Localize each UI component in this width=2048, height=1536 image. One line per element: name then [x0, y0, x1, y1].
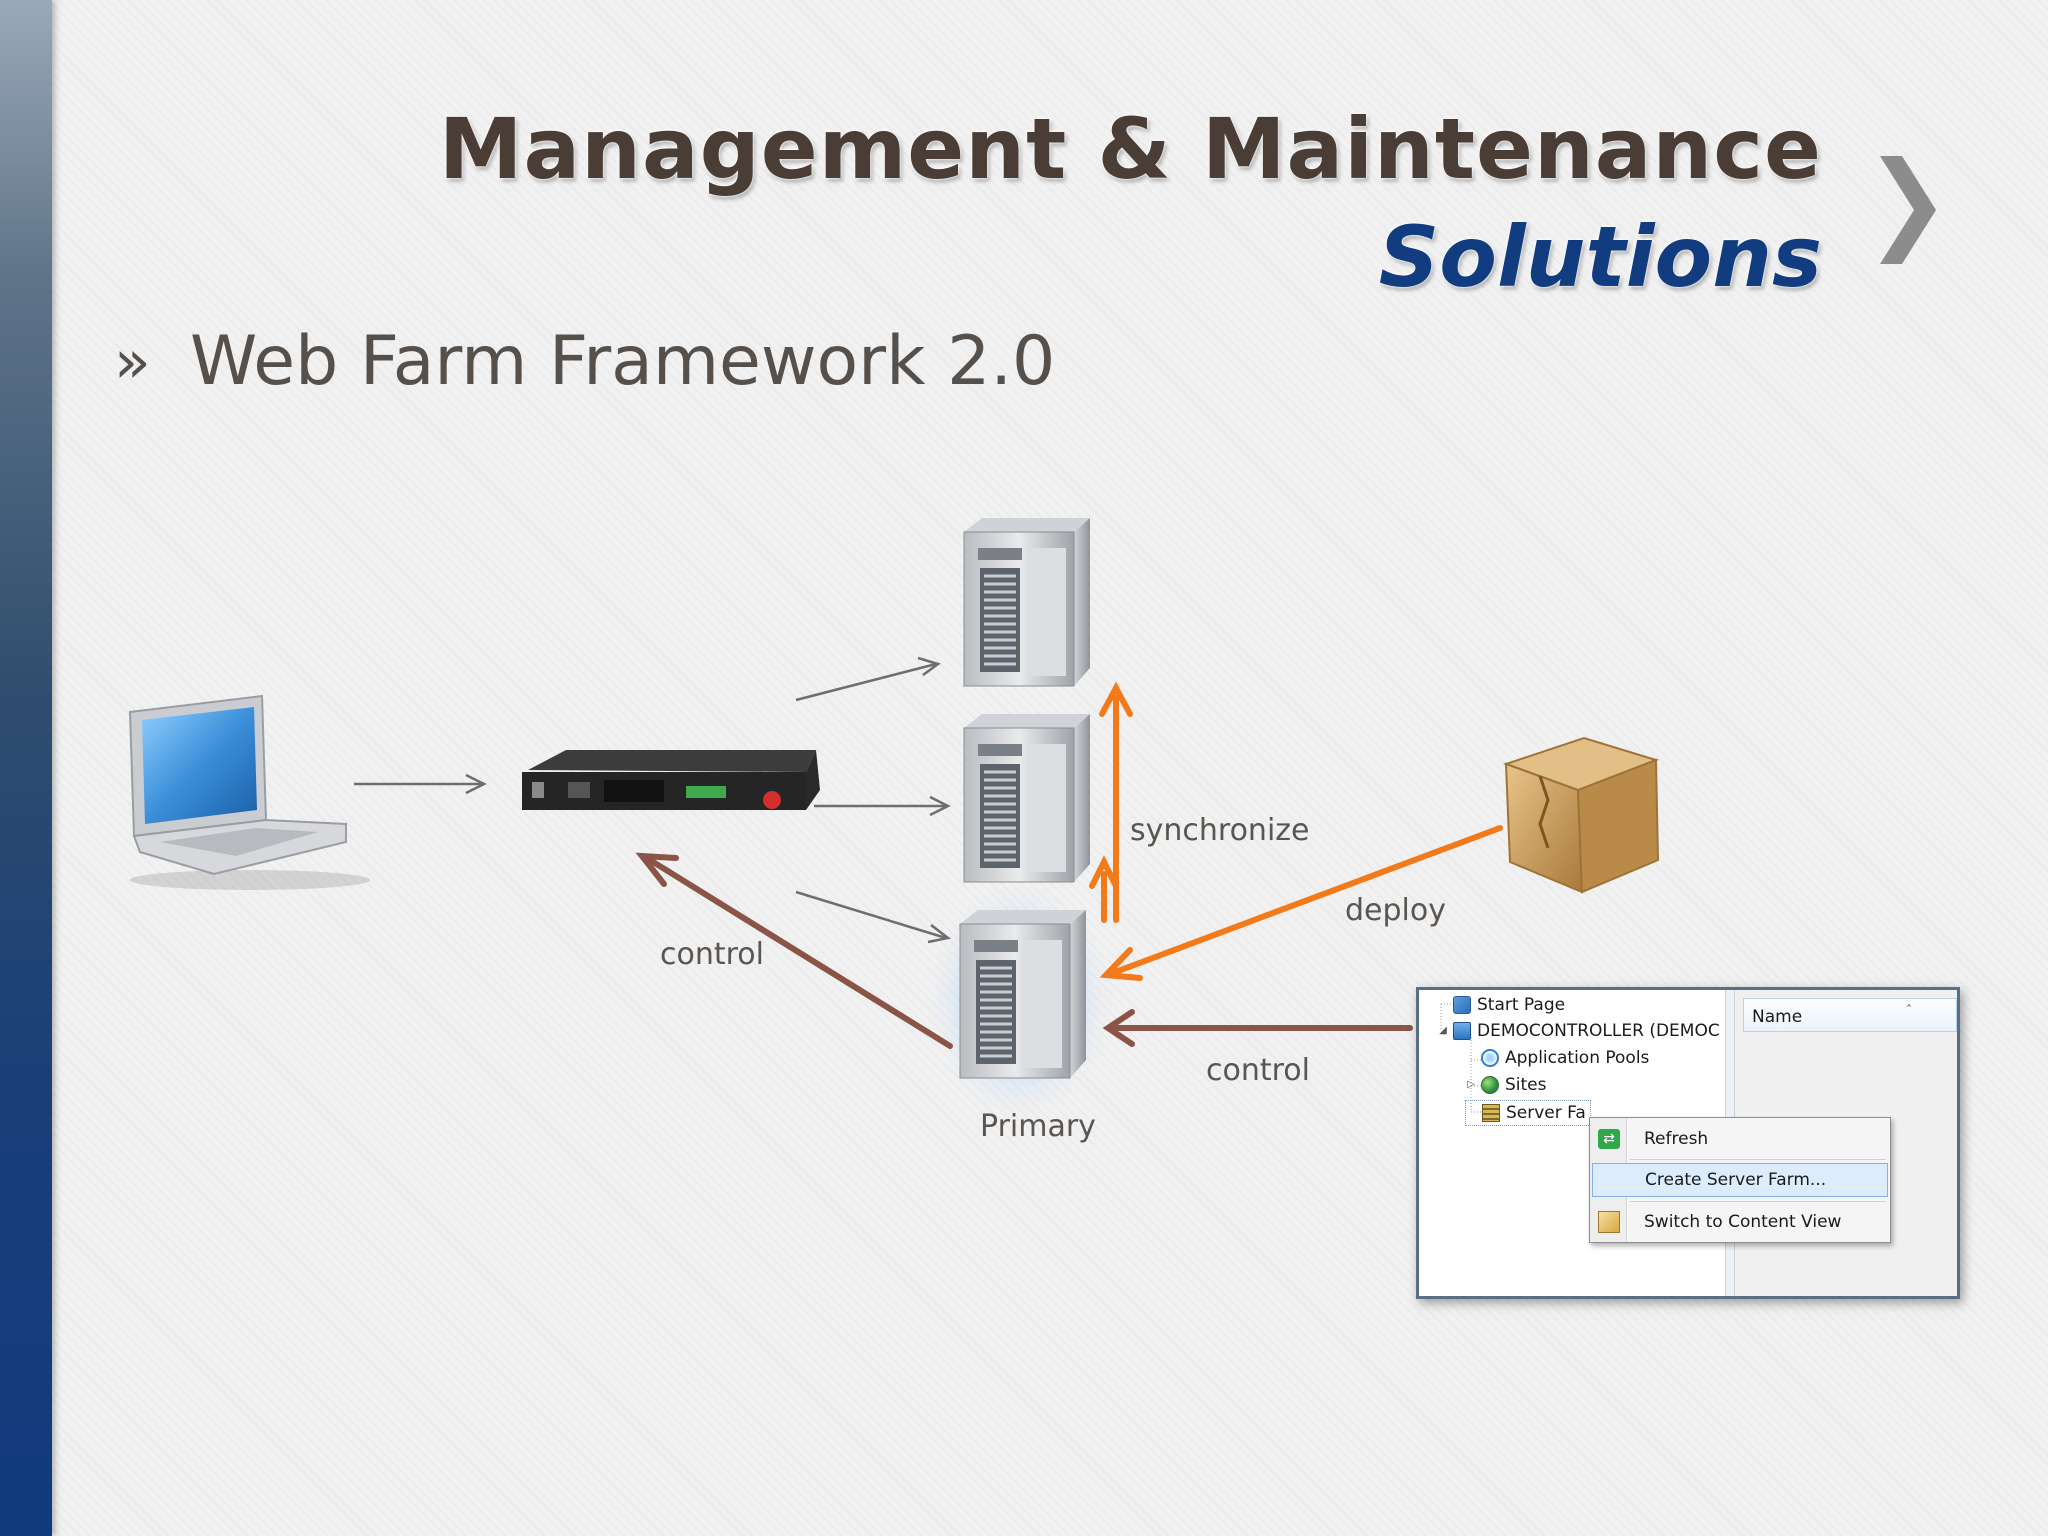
side-accent-bar	[0, 0, 52, 1536]
menu-item-switch-content-view[interactable]: Switch to Content View	[1592, 1205, 1888, 1239]
collapse-arrow-icon[interactable]: ◢	[1439, 1025, 1447, 1036]
tree-guide-lines	[1440, 1003, 1481, 1113]
control-arrows	[635, 852, 1413, 1049]
label-synchronize: synchronize	[1130, 813, 1310, 848]
menu-item-create-server-farm[interactable]: Create Server Farm...	[1592, 1163, 1888, 1197]
label-control-left: control	[660, 937, 764, 972]
application-pools-icon	[1481, 1049, 1499, 1067]
tree-item-sites[interactable]: ▷ Sites	[1465, 1073, 1546, 1097]
refresh-icon: ⇄	[1598, 1129, 1620, 1149]
tree-item-application-pools[interactable]: Application Pools	[1465, 1046, 1649, 1070]
request-arrows	[354, 656, 951, 944]
server-farms-icon	[1482, 1104, 1500, 1122]
slide-subtitle: Solutions	[1378, 208, 1822, 306]
slide-title: Management & Maintenance	[438, 100, 1822, 198]
server-primary-icon	[958, 908, 1088, 1080]
content-view-icon	[1598, 1211, 1620, 1233]
start-page-icon	[1453, 996, 1471, 1014]
synchronize-arrows	[1089, 681, 1133, 923]
bullet-marker: »	[114, 326, 151, 397]
server-top-icon	[962, 516, 1092, 688]
column-header-name[interactable]: Name ˄	[1743, 998, 1957, 1032]
menu-separator	[1630, 1159, 1886, 1160]
next-chevron-icon[interactable]	[1872, 150, 1942, 270]
server-node-icon	[1453, 1022, 1471, 1040]
menu-separator	[1630, 1201, 1886, 1202]
laptop-icon	[128, 694, 370, 890]
context-menu: ⇄ Refresh Create Server Farm... Switch t…	[1589, 1117, 1891, 1243]
tree-item-server[interactable]: ◢ DEMOCONTROLLER (DEMOC	[1437, 1019, 1720, 1043]
sort-ascending-icon: ˄	[1906, 1003, 1912, 1017]
bullet-item: » Web Farm Framework 2.0	[114, 322, 1055, 401]
load-balancer-icon	[522, 750, 820, 810]
expand-arrow-icon[interactable]: ▷	[1467, 1079, 1475, 1090]
bullet-text: Web Farm Framework 2.0	[190, 322, 1056, 401]
package-box-icon	[1502, 736, 1660, 894]
label-primary: Primary	[980, 1109, 1096, 1144]
iis-manager-window: Start Page ◢ DEMOCONTROLLER (DEMOC Appli…	[1416, 987, 1960, 1299]
tree-item-start-page[interactable]: Start Page	[1437, 993, 1565, 1017]
menu-item-refresh[interactable]: ⇄ Refresh	[1592, 1122, 1888, 1156]
server-middle-icon	[962, 712, 1092, 884]
label-deploy: deploy	[1345, 893, 1446, 928]
label-control-right: control	[1206, 1053, 1310, 1088]
sites-globe-icon	[1481, 1076, 1499, 1094]
tree-item-server-farms[interactable]: Server Fa	[1465, 1100, 1591, 1126]
deploy-arrow	[1099, 825, 1503, 981]
